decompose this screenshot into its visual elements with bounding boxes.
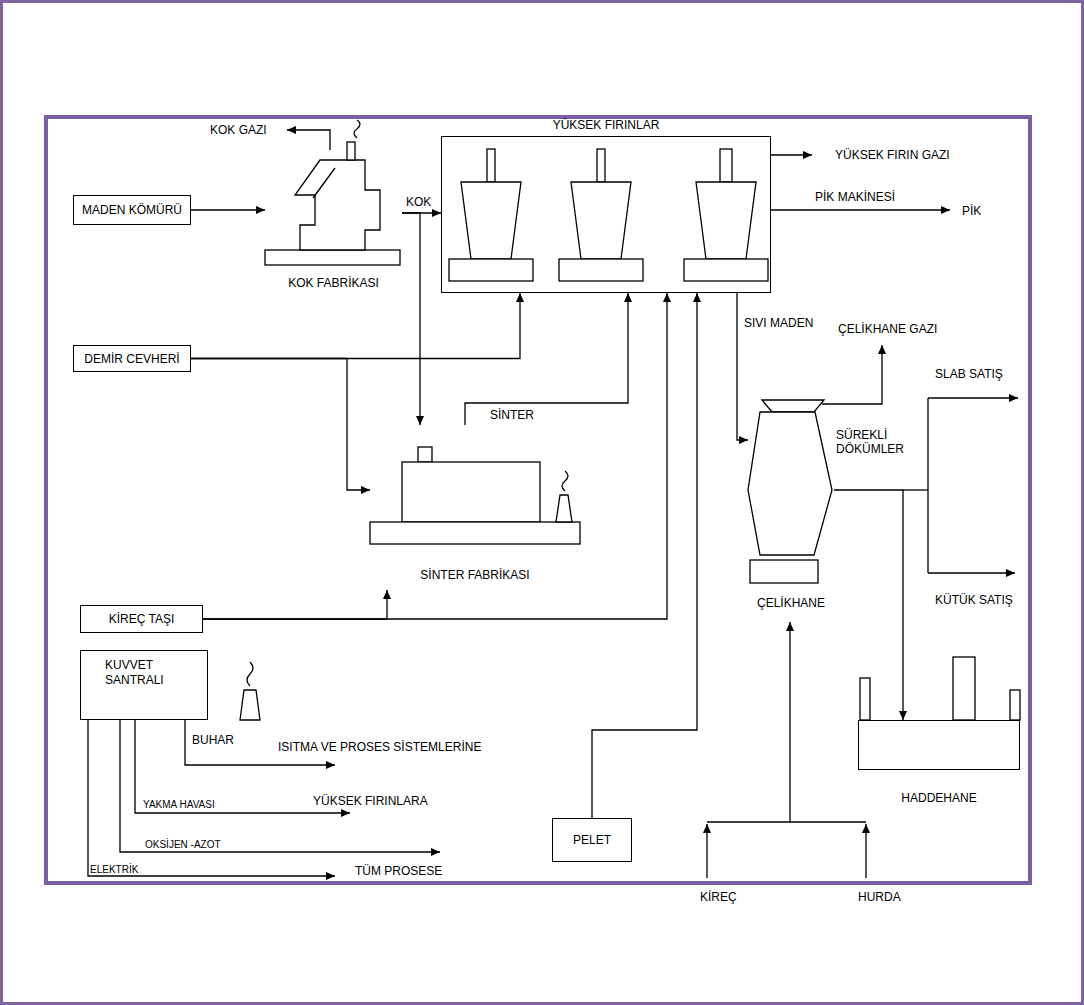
lime-line	[706, 824, 707, 878]
plant-drawing	[442, 137, 772, 294]
flow-arrow	[191, 293, 520, 359]
flow-arrow	[465, 293, 628, 425]
flow-arrow	[203, 293, 667, 619]
cast-line	[903, 489, 928, 490]
flow-note: YÜKSEK FIRIN GAZI	[835, 148, 950, 162]
slab-line	[928, 397, 1018, 398]
flow-note: PİK MAKİNESİ	[815, 190, 895, 204]
flow-arrow	[592, 293, 697, 818]
mill-stacks	[860, 657, 1020, 720]
plant-drawing	[748, 392, 834, 617]
process-box: KUVVET SANTRALI	[80, 650, 208, 720]
plant-drawing	[370, 425, 580, 590]
flow-arrow	[203, 590, 387, 619]
flow-note: TÜM PROSESE	[355, 864, 442, 878]
billet-line	[928, 572, 1015, 573]
flow-note: SLAB SATIŞ	[935, 367, 1003, 381]
process-box: KİREÇ TAŞI	[80, 605, 203, 633]
flow-note: ÇELİKHANE GAZI	[838, 322, 937, 336]
flow-note: HURDA	[858, 890, 901, 904]
flow-arrow	[191, 209, 265, 210]
process-box: PELET	[552, 818, 632, 862]
process-box: HADDEHANE	[858, 720, 1020, 770]
node-label: KİREÇ TAŞI	[109, 612, 175, 626]
node-label: KOK FABRİKASI	[288, 276, 379, 290]
node-label: MADEN KÖMÜRÜ	[82, 203, 182, 217]
flow-note: SÜREKLİ DÖKÜMLER	[836, 428, 936, 456]
process-box: MADEN KÖMÜRÜ	[73, 195, 191, 225]
flow-note: OKSİJEN -AZOT	[145, 838, 221, 852]
gas-line	[287, 130, 330, 150]
node-label: PELET	[573, 833, 611, 847]
flow-label: SİNTER	[488, 408, 536, 422]
flow-arrow	[834, 490, 903, 720]
flow-note: YAKMA HAVASI	[143, 798, 215, 812]
process-box: YÜKSEK FIRINLAR	[441, 136, 771, 293]
node-label: ÇELİKHANE	[757, 596, 825, 610]
flow-note: KİREÇ	[700, 890, 737, 904]
cast-line	[927, 398, 928, 573]
plant-figure: ÇELİKHANE	[748, 392, 834, 617]
flow-note: KÜTÜK SATIŞ	[935, 593, 1013, 607]
flow-arrow	[191, 359, 370, 491]
flow-note: BUHAR	[192, 733, 234, 747]
gas-line	[822, 345, 882, 404]
pig-line	[771, 209, 950, 210]
flow-note: KOK GAZI	[210, 123, 267, 137]
flow-note: ELEKTRİK	[90, 863, 138, 877]
flow-arrow	[402, 213, 420, 425]
node-label: DEMİR CEVHERİ	[84, 352, 179, 366]
node-label: HADDEHANE	[901, 791, 976, 805]
gas-line	[771, 154, 812, 155]
node-label: SİNTER FABRİKASI	[420, 568, 529, 582]
feed-line	[789, 622, 790, 822]
node-label: KUVVET SANTRALI	[105, 658, 179, 688]
flow-label: KOK	[404, 195, 433, 209]
chimney	[240, 662, 260, 720]
node-label: YÜKSEK FIRINLAR	[553, 118, 660, 132]
process-box: DEMİR CEVHERİ	[73, 345, 191, 372]
plant-drawing	[265, 120, 402, 295]
oxygen-line	[120, 720, 440, 852]
flow-note: YÜKSEK FIRINLARA	[313, 794, 428, 808]
flow-note: PİK	[962, 204, 981, 218]
feed-line	[707, 821, 866, 822]
flow-note: ISITMA VE PROSES SİSTEMLERİNE	[278, 740, 481, 754]
plant-figure: SİNTER FABRİKASI	[370, 425, 580, 590]
flow-label: SIVI MADEN	[742, 316, 815, 330]
plant-figure: KOK FABRİKASI	[265, 120, 402, 295]
scrap-line	[865, 824, 866, 878]
